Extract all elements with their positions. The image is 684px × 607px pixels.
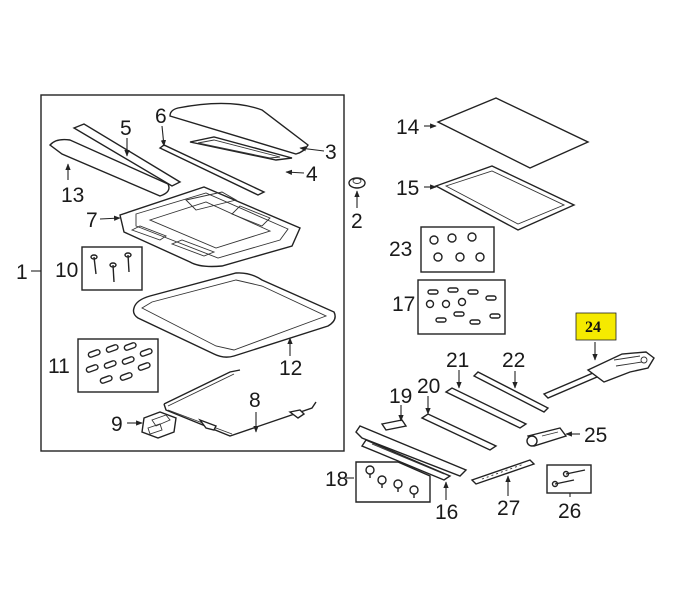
callout-27[interactable]: 27 xyxy=(497,497,520,520)
callout-26[interactable]: 26 xyxy=(558,500,581,523)
screws-box-part-10[interactable] xyxy=(81,246,143,291)
callout-23[interactable]: 23 xyxy=(389,238,412,261)
highlight-callout-24 xyxy=(575,312,617,341)
callout-21[interactable]: 21 xyxy=(446,349,469,372)
seal-part-15[interactable] xyxy=(434,165,576,231)
bracket-part-19[interactable] xyxy=(380,419,408,431)
callout-18[interactable]: 18 xyxy=(325,468,348,491)
callout-4[interactable]: 4 xyxy=(306,163,318,186)
rail-part-21[interactable] xyxy=(444,387,528,429)
rail-part-20[interactable] xyxy=(420,413,498,451)
callout-25[interactable]: 25 xyxy=(584,424,607,447)
callout-12[interactable]: 12 xyxy=(279,357,302,380)
callout-10[interactable]: 10 xyxy=(55,259,78,282)
callout-20[interactable]: 20 xyxy=(417,375,440,398)
rail-part-22[interactable] xyxy=(472,371,550,413)
callout-14[interactable]: 14 xyxy=(396,116,420,139)
callout-13[interactable]: 13 xyxy=(61,184,84,207)
callout-1[interactable]: 1 xyxy=(16,261,28,284)
callout-6[interactable]: 6 xyxy=(155,105,167,128)
callout-24[interactable]: 24 xyxy=(585,319,601,336)
strip-part-27[interactable] xyxy=(470,459,536,485)
leader-lines xyxy=(31,123,598,500)
frame-housing-part-7[interactable] xyxy=(119,186,301,268)
callout-11[interactable]: 11 xyxy=(48,355,70,378)
glass-part-14[interactable] xyxy=(436,97,590,169)
callout-16[interactable]: 16 xyxy=(435,501,458,524)
screws-box-part-26[interactable] xyxy=(546,464,592,494)
callout-9[interactable]: 9 xyxy=(111,413,123,436)
callout-labels: 1 2 3 4 5 6 7 8 9 10 11 12 13 14 15 16 1… xyxy=(16,105,607,524)
callout-2[interactable]: 2 xyxy=(351,210,363,233)
pads-box-part-17[interactable] xyxy=(417,279,506,335)
callout-19[interactable]: 19 xyxy=(389,385,412,408)
actuator-part-25[interactable] xyxy=(526,427,568,447)
deflector-part-16[interactable] xyxy=(355,425,468,481)
callout-3[interactable]: 3 xyxy=(325,141,337,164)
grommet-part-2[interactable] xyxy=(348,177,366,189)
sunshade-part-13[interactable] xyxy=(48,138,170,197)
motor-drive-part-24[interactable] xyxy=(542,351,655,399)
clips-box-part-18[interactable] xyxy=(355,461,431,503)
cable-part-8[interactable] xyxy=(163,369,317,437)
seal-ring-part-12[interactable] xyxy=(132,272,336,358)
motor-part-9[interactable] xyxy=(141,411,177,439)
seal-frame-part-3[interactable] xyxy=(189,136,293,161)
pads-box-part-11[interactable] xyxy=(77,338,159,393)
callout-22[interactable]: 22 xyxy=(502,349,525,372)
assembly-frame-box xyxy=(40,94,345,452)
callout-15[interactable]: 15 xyxy=(396,177,419,200)
callout-17[interactable]: 17 xyxy=(392,293,415,316)
callout-7[interactable]: 7 xyxy=(86,209,98,232)
callout-5[interactable]: 5 xyxy=(120,117,132,140)
clips-box-part-23[interactable] xyxy=(420,226,495,273)
callout-8[interactable]: 8 xyxy=(249,389,261,412)
